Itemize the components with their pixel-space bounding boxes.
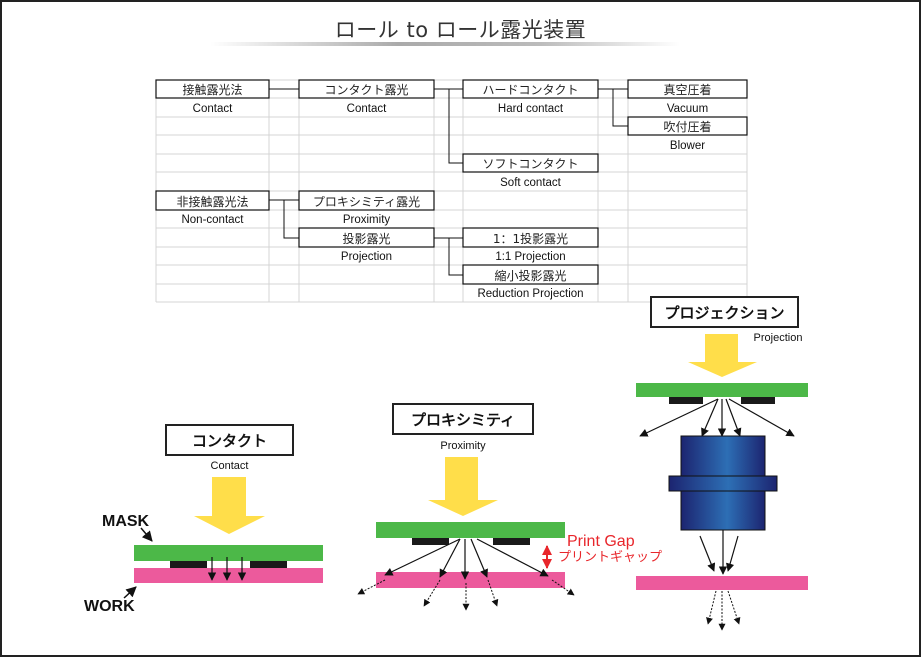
node-label-jp: プロキシミティ露光 bbox=[313, 195, 420, 209]
connector-projection bbox=[434, 237, 463, 276]
work-layer bbox=[134, 568, 323, 583]
node-box bbox=[462, 153, 599, 173]
work-pointer-icon bbox=[123, 586, 137, 599]
node-label-en: Proximity bbox=[343, 214, 391, 226]
proximity-title: プロキシミティ bbox=[411, 411, 515, 429]
diffracted-rays bbox=[384, 538, 549, 580]
tree-node-blower: 吹付圧着 Blower bbox=[627, 116, 748, 152]
node-box bbox=[627, 79, 748, 99]
mask-layer bbox=[376, 522, 565, 538]
node-label-en: Hard contact bbox=[498, 103, 564, 115]
page-title: ロール to ロール露光装置 bbox=[334, 18, 587, 42]
chrome-pattern bbox=[412, 538, 449, 545]
work-label: WORK bbox=[84, 598, 135, 615]
tree-node-contact-method: 接触露光法 Contact bbox=[155, 79, 270, 115]
chrome-pattern bbox=[170, 561, 207, 568]
projection-lens bbox=[668, 435, 778, 531]
node-box bbox=[298, 79, 435, 99]
projection-diagram: プロジェクション Projection bbox=[636, 296, 808, 631]
contact-subtitle: Contact bbox=[211, 460, 249, 472]
node-label-en: Vacuum bbox=[667, 103, 708, 115]
light-arrow-icon bbox=[688, 334, 757, 377]
connector-hard-contact bbox=[598, 88, 628, 127]
node-label-jp: コンタクト露光 bbox=[324, 83, 408, 97]
diffracted-rays-through bbox=[357, 579, 575, 611]
tree-node-reduction-projection: 縮小投影露光 Reduction Projection bbox=[462, 264, 599, 300]
mask-label: MASK bbox=[102, 513, 150, 530]
tree-node-soft-contact: ソフトコンタクト Soft contact bbox=[462, 153, 599, 189]
projection-title: プロジェクション bbox=[664, 304, 784, 322]
node-box bbox=[462, 79, 599, 99]
transmitted-rays bbox=[706, 590, 741, 631]
light-arrow-icon bbox=[428, 457, 498, 516]
tree-node-projection-exposure: 投影露光 Projection bbox=[298, 227, 435, 263]
proximity-subtitle: Proximity bbox=[440, 440, 486, 452]
chrome-pattern bbox=[741, 397, 775, 404]
print-gap-label: Print Gap bbox=[567, 533, 635, 550]
node-label-jp: 非接触露光法 bbox=[176, 194, 248, 209]
contact-title-box bbox=[165, 424, 294, 456]
node-label-en: Soft contact bbox=[500, 177, 562, 189]
contact-diagram: コンタクト Contact MASK WORK bbox=[84, 424, 323, 615]
chrome-pattern bbox=[250, 561, 287, 568]
proximity-title-box bbox=[392, 403, 534, 435]
node-label-jp: 縮小投影露光 bbox=[494, 268, 566, 283]
connector-non-contact bbox=[269, 199, 299, 239]
node-box bbox=[155, 79, 270, 99]
node-label-jp: ソフトコンタクト bbox=[482, 157, 578, 171]
node-box bbox=[462, 227, 599, 248]
light-arrow-icon bbox=[194, 477, 265, 534]
print-gap-label-jp: プリントギャップ bbox=[558, 550, 662, 565]
tree-connectors bbox=[269, 88, 628, 276]
tree-node-contact-exposure: コンタクト露光 Contact bbox=[298, 79, 435, 115]
mask-layer bbox=[636, 383, 808, 397]
node-label-jp: 1：1投影露光 bbox=[493, 231, 568, 246]
node-label-en: 1:1 Projection bbox=[495, 251, 565, 263]
node-box bbox=[462, 264, 599, 285]
node-box bbox=[155, 190, 270, 211]
tree-nodes: 接触露光法 Contact コンタクト露光 Contact ハードコンタクト Hard c… bbox=[155, 79, 748, 300]
mask-pointer-icon bbox=[140, 527, 153, 542]
node-label-en: Reduction Projection bbox=[477, 288, 583, 300]
projection-title-box bbox=[650, 296, 799, 328]
node-label-jp: 真空圧着 bbox=[663, 82, 711, 97]
work-layer bbox=[376, 572, 565, 588]
contact-title: コンタクト bbox=[192, 432, 267, 450]
title-underline bbox=[210, 42, 680, 46]
node-label-en: Projection bbox=[341, 251, 392, 263]
connector-contact-exposure bbox=[434, 88, 463, 164]
mask-layer bbox=[134, 545, 323, 561]
node-label-jp: 投影露光 bbox=[342, 231, 390, 246]
node-label-jp: ハードコンタクト bbox=[482, 83, 578, 97]
proximity-diagram: プロキシミティ Proximity Print Gap プリントギャップ bbox=[357, 403, 662, 611]
tree-node-hard-contact: ハードコンタクト Hard contact bbox=[462, 79, 599, 115]
node-label-en: Contact bbox=[193, 103, 233, 115]
tree-node-vacuum: 真空圧着 Vacuum bbox=[627, 79, 748, 115]
node-box bbox=[298, 227, 435, 248]
node-box bbox=[298, 190, 435, 211]
chrome-pattern bbox=[493, 538, 530, 545]
tree-node-non-contact-method: 非接触露光法 Non-contact bbox=[155, 190, 270, 226]
node-label-en: Non-contact bbox=[181, 214, 244, 226]
tree-node-proximity-exposure: プロキシミティ露光 Proximity bbox=[298, 190, 435, 226]
node-label-jp: 接触露光法 bbox=[182, 82, 242, 97]
diffracted-rays bbox=[639, 398, 795, 437]
chrome-pattern bbox=[669, 397, 703, 404]
node-label-jp: 吹付圧着 bbox=[663, 119, 711, 134]
node-label-en: Contact bbox=[347, 103, 387, 115]
projection-subtitle: Projection bbox=[754, 332, 803, 344]
focused-rays bbox=[699, 530, 739, 575]
tree-node-one-to-one-projection: 1：1投影露光 1:1 Projection bbox=[462, 227, 599, 263]
node-box bbox=[627, 116, 748, 136]
work-layer bbox=[636, 576, 808, 590]
node-label-en: Blower bbox=[670, 140, 705, 152]
